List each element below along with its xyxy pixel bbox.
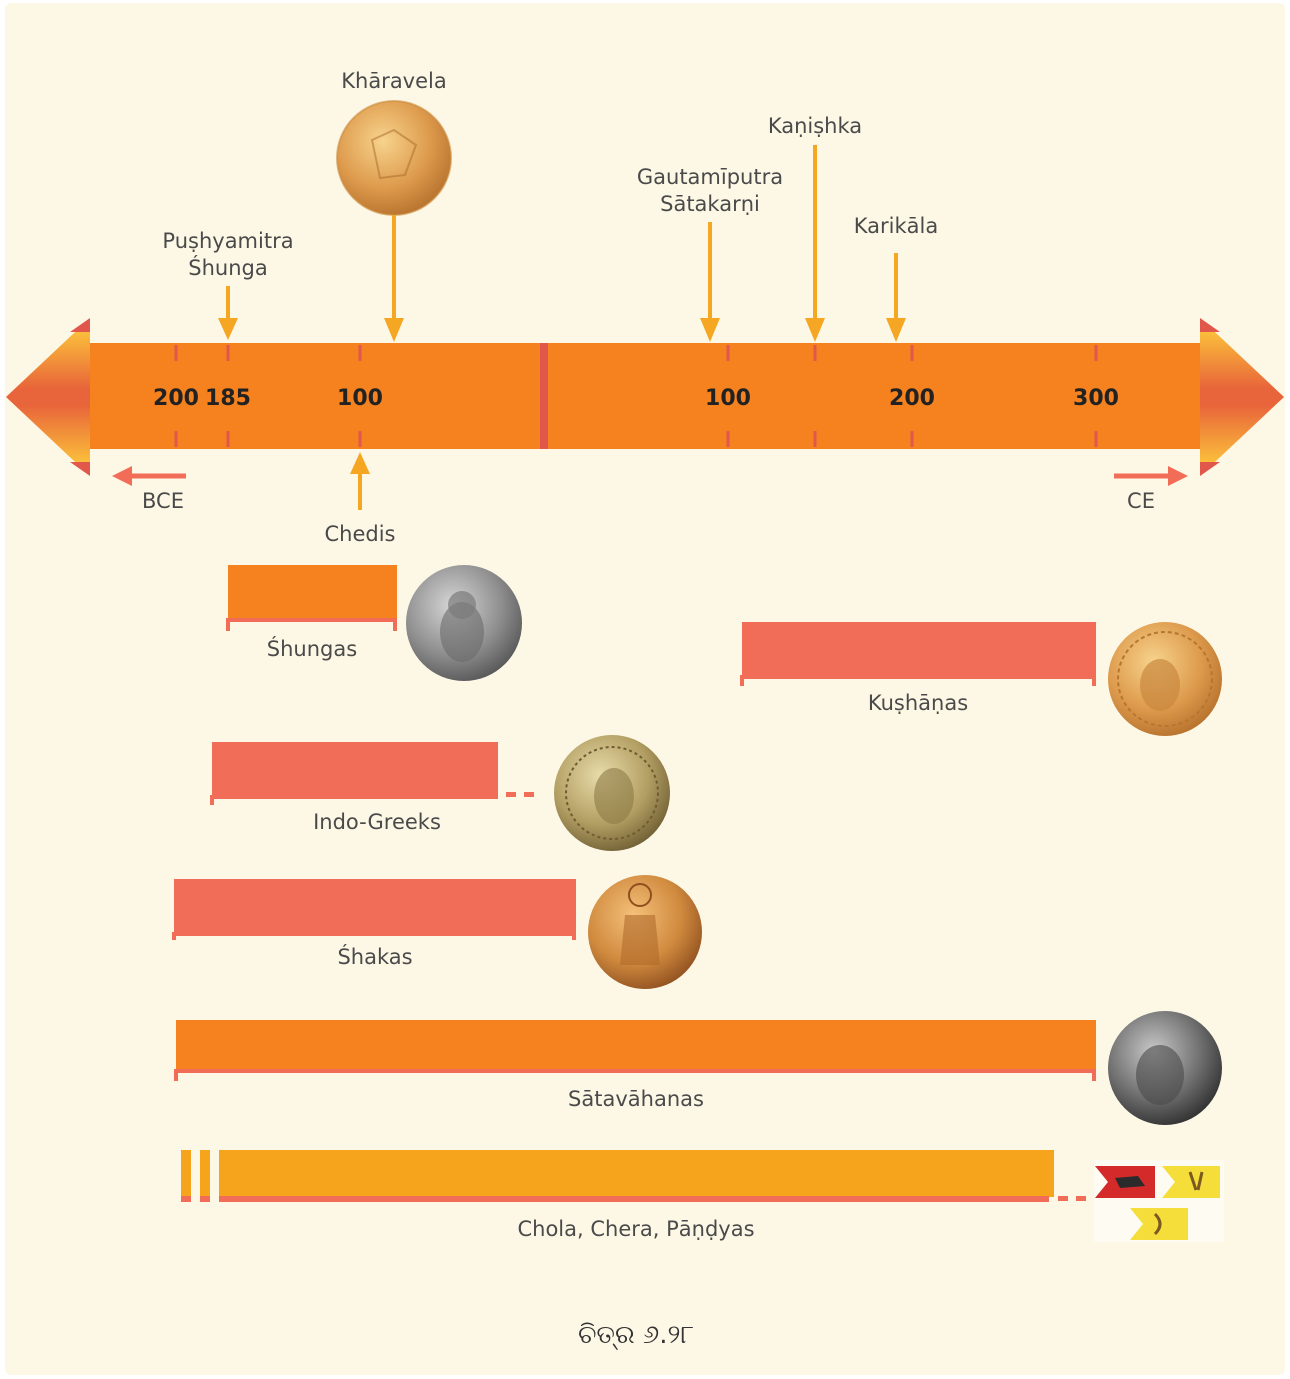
right-arrowhead-tip-top	[1200, 318, 1220, 332]
event-label-pushyamitra: Puṣhyamitra	[162, 229, 293, 253]
event-label-gautamiputra: Gautamīputra	[637, 165, 783, 189]
dynasty-label-kushanas: Kuṣhāṇas	[868, 691, 968, 715]
dynasty-bar-chola-chera-pandyas	[181, 1150, 1086, 1202]
event-label-karikala: Karikāla	[854, 214, 938, 238]
tick-label-300-ce: 300	[1073, 386, 1119, 411]
tick-label-200-ce: 200	[889, 386, 935, 411]
kushana-coin-image	[1108, 622, 1222, 736]
event-label-kanishka: Kaṇiṣhka	[768, 114, 862, 138]
event-label-kharavela: Khāravela	[341, 69, 447, 93]
left-arrowhead-tip-bottom	[70, 462, 90, 476]
dynasty-label-satavahanas: Sātavāhanas	[568, 1087, 704, 1111]
dynasty-label-indo-greeks: Indo-Greeks	[313, 810, 441, 834]
event-label-satakarni: Sātakarṇi	[660, 192, 760, 216]
timeline-ticks	[174, 345, 1098, 447]
down-arrow-icon	[218, 286, 238, 340]
shaka-coin-image	[588, 875, 702, 989]
right-arrowhead	[1200, 318, 1284, 476]
down-arrow-icon	[805, 145, 825, 342]
dynasty-bar-kushanas	[740, 622, 1096, 686]
tick-label-100-ce: 100	[705, 386, 751, 411]
down-arrow-icon	[700, 222, 720, 342]
left-arrowhead-tip-top	[70, 318, 90, 332]
down-arrow-icon	[384, 215, 404, 342]
dynasty-label-shakas: Śhakas	[337, 944, 412, 969]
up-arrow-icon	[350, 452, 370, 510]
kharavela-coin-image	[336, 100, 452, 216]
tick-label-185-bce: 185	[205, 386, 251, 411]
down-arrow-icon	[886, 253, 906, 342]
event-label-shunga: Śhunga	[188, 255, 267, 280]
chola-chera-pandya-flags-image	[1094, 1160, 1224, 1242]
dynasty-label-shungas: Śhungas	[267, 636, 357, 661]
tick-label-200-bce: 200	[153, 386, 199, 411]
ce-arrow-icon	[1114, 466, 1188, 486]
left-arrowhead	[6, 318, 90, 476]
bce-arrow-icon	[112, 466, 186, 486]
figure-caption: ଚିତ୍ର ୬.୨୮	[578, 1320, 694, 1350]
timeline-bar	[90, 343, 1200, 449]
dynasty-bar-shungas	[226, 565, 397, 631]
dynasty-bar-satavahanas	[174, 1020, 1096, 1081]
tick-label-100-bce: 100	[337, 386, 383, 411]
zero-divider	[540, 343, 548, 449]
event-label-chedis: Chedis	[325, 522, 396, 546]
dynasty-bar-indo-greeks	[210, 742, 534, 805]
chera-flag-icon	[1162, 1166, 1220, 1198]
bce-label: BCE	[142, 489, 184, 513]
dynasty-label-chola-chera-pandyas: Chola, Chera, Pāṇḍyas	[517, 1217, 754, 1241]
shunga-coin-image	[406, 565, 522, 681]
ce-label: CE	[1127, 489, 1155, 513]
indo-greek-coin-image	[554, 735, 670, 851]
right-arrowhead-tip-bottom	[1200, 462, 1220, 476]
satavahana-coin-image	[1108, 1011, 1222, 1125]
dynasty-bar-shakas	[172, 879, 576, 940]
